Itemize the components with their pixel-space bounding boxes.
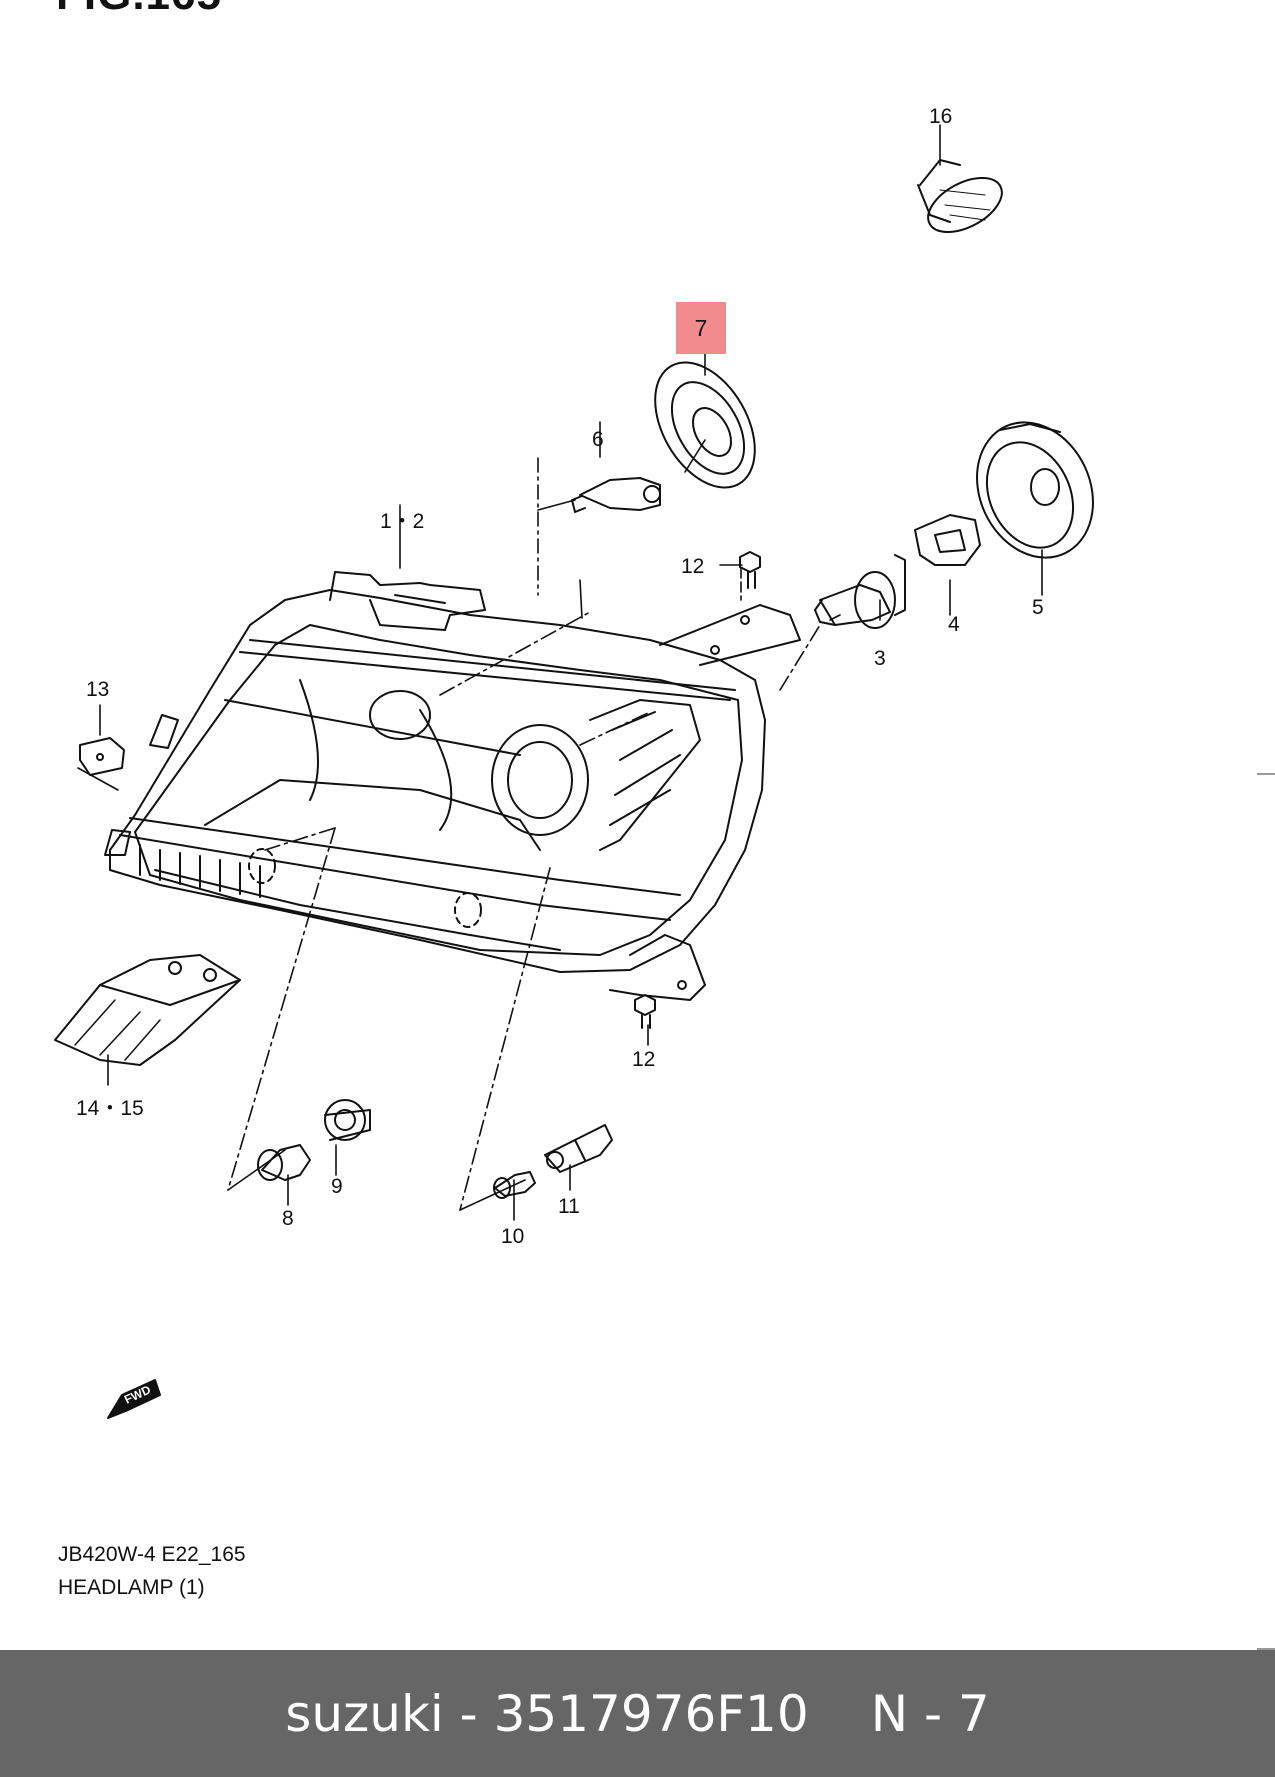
callout-13: 13 — [86, 678, 110, 701]
callout-3: 3 — [874, 647, 886, 670]
cover-cap-5 — [976, 421, 1094, 559]
callout-9: 9 — [331, 1175, 343, 1198]
socket-11 — [544, 1124, 613, 1173]
diagram-code: JB420W-4 E22_165 — [58, 1543, 246, 1566]
callout-10: 10 — [501, 1225, 525, 1248]
footer-part-number: suzuki - 3517976F10 — [285, 1684, 809, 1743]
clip-13 — [79, 737, 125, 776]
callout-5: 5 — [1032, 596, 1044, 619]
callout-4: 4 — [948, 613, 960, 636]
callout-1-2: 1・2 — [380, 510, 425, 533]
callout-7-highlighted: 7 — [676, 302, 726, 354]
parts-diagram: FIG.165 — [54, 0, 1275, 1650]
socket-4 — [914, 514, 981, 566]
callout-11: 11 — [558, 1195, 580, 1218]
side-marker-16 — [917, 159, 1003, 234]
socket-9 — [324, 1099, 371, 1141]
seal-ring-7 — [654, 361, 756, 489]
screw-12-top — [739, 551, 761, 589]
bulb-3 — [814, 554, 906, 629]
diagram-name: HEADLAMP (1) — [58, 1576, 205, 1599]
bulb-6 — [571, 477, 661, 513]
fwd-arrow-icon — [107, 1379, 161, 1419]
callout-12-bottom: 12 — [632, 1048, 656, 1071]
edge-tick-mark — [1257, 1648, 1275, 1650]
callout-16: 16 — [929, 105, 953, 128]
headlamp-exploded-drawing: FWD — [54, 124, 1094, 1419]
callout-8: 8 — [282, 1207, 294, 1230]
figure-title: FIG.165 — [56, 0, 222, 20]
footer-ref: N - 7 — [870, 1684, 990, 1743]
callout-6: 6 — [592, 428, 604, 451]
screw-12-bottom — [634, 994, 656, 1029]
bulb-8 — [257, 1144, 311, 1181]
callout-12-top: 12 — [681, 555, 705, 578]
headlamp-housing — [104, 571, 801, 1001]
bracket-14-15 — [54, 954, 241, 1066]
edge-tick-mark — [1257, 773, 1275, 775]
bulb-10 — [493, 1171, 536, 1199]
footer-bar: suzuki - 3517976F10 N - 7 — [0, 1650, 1275, 1777]
leader-lines — [77, 124, 1043, 1221]
callout-14-15: 14・15 — [76, 1097, 144, 1120]
